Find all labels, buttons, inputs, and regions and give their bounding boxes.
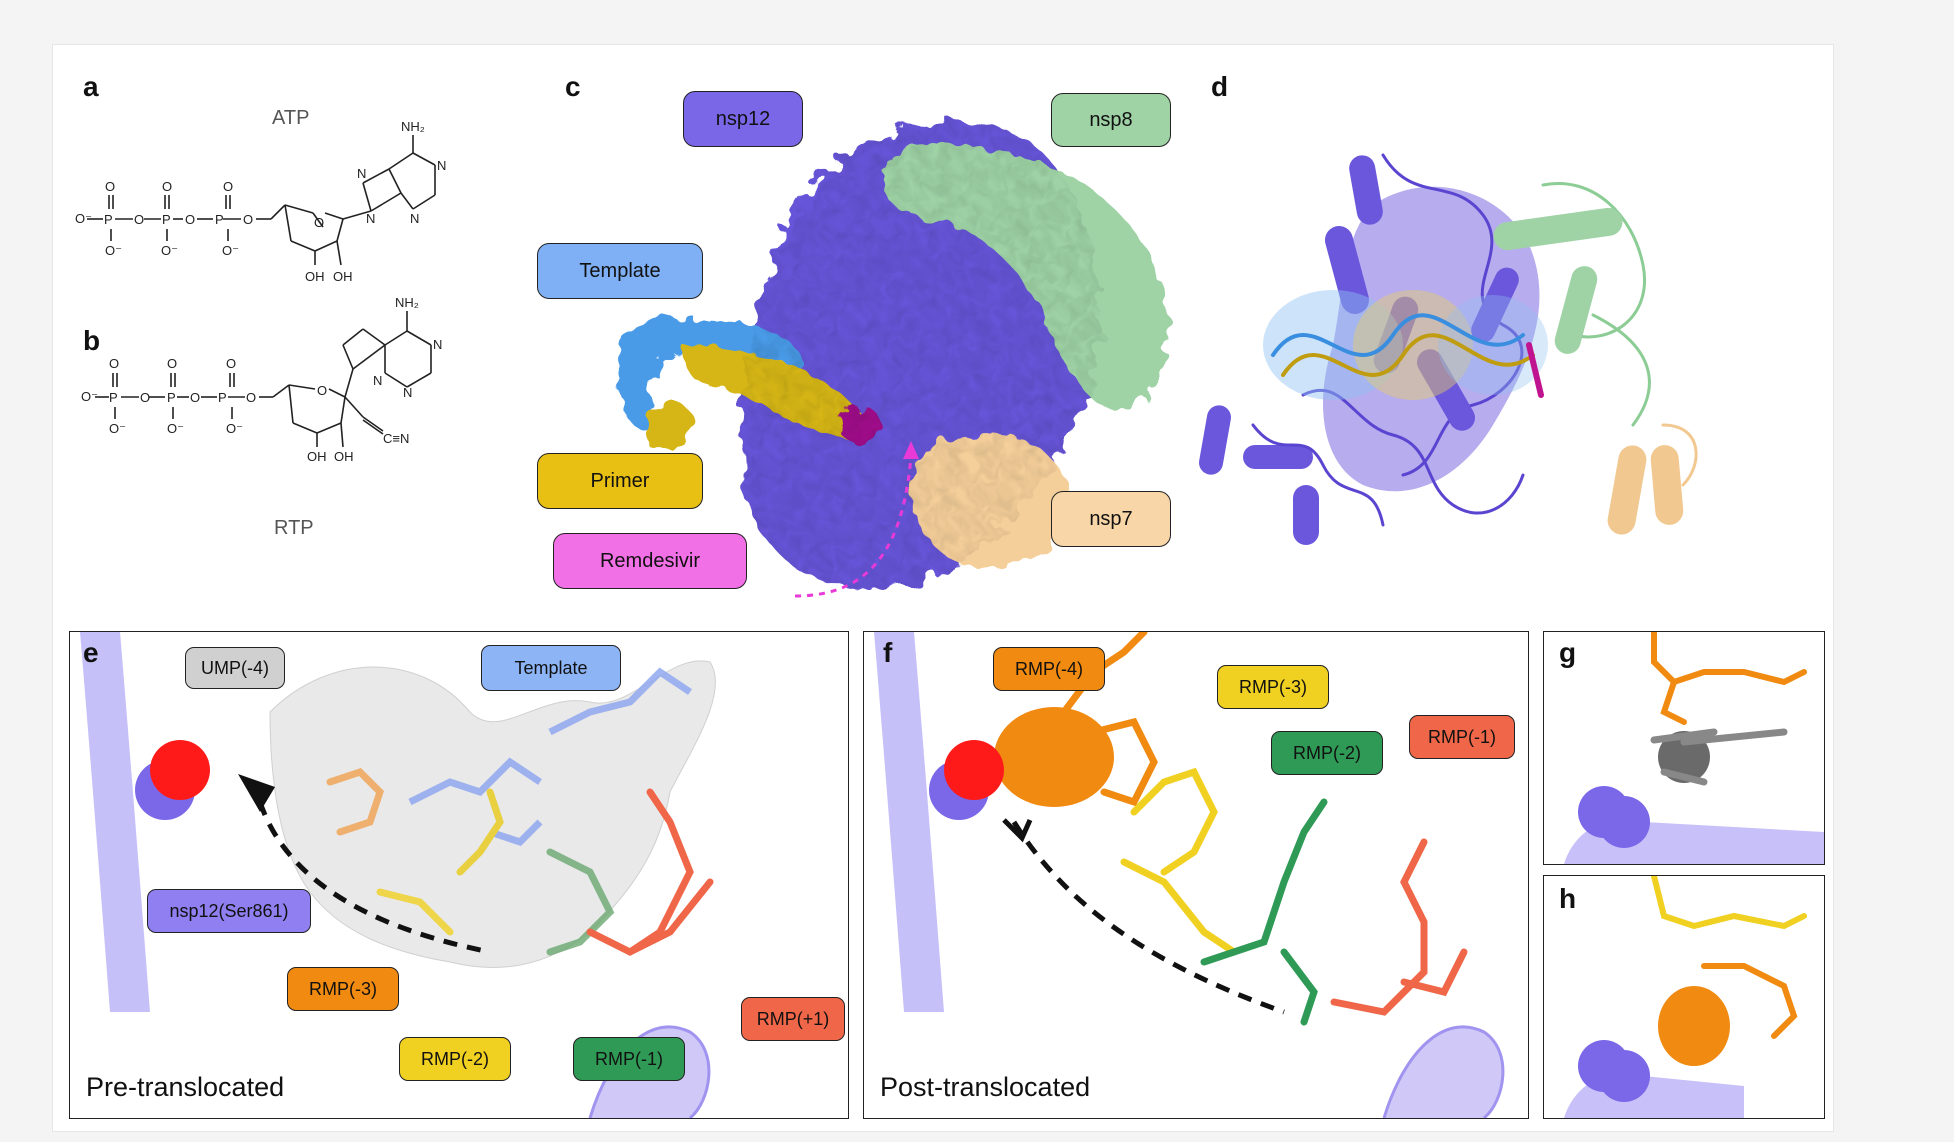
rtp-p1: P (109, 390, 118, 405)
remdesivir-tag: Remdesivir (553, 533, 747, 589)
atp-p3: P (215, 212, 224, 227)
atp-ring-o: O (314, 215, 324, 230)
nsp12-ser861-tag: nsp12(Ser861) (147, 889, 311, 933)
panel-h-letter: h (1559, 883, 1577, 914)
rtp-n3: N (373, 373, 382, 388)
atp-o2: O (162, 179, 172, 194)
atp-label: ATP (272, 107, 310, 129)
e-rmp1-tag: RMP(-1) (573, 1037, 685, 1081)
nsp7-tag: nsp7 (1051, 491, 1171, 547)
rtp-o3: O (226, 356, 236, 371)
atp-n4: N (410, 211, 419, 226)
atp-nh2: NH₂ (401, 119, 425, 134)
e-rmp-plus1-tag: RMP(+1) (741, 997, 845, 1041)
remdesivir-arrow (794, 456, 913, 598)
e-template-tag: Template (481, 645, 621, 691)
atp-o3: O (223, 179, 233, 194)
atp-oh2: OH (333, 269, 353, 284)
rtp-n2: N (403, 385, 412, 400)
panel-g-art (1564, 632, 1824, 864)
panel-f-art (874, 632, 1505, 1118)
panel-a-letter: a (83, 71, 99, 102)
rtp-o3b: O⁻ (226, 421, 243, 436)
panel-b-letter: b (83, 325, 101, 356)
nsp8-tag: nsp8 (1051, 93, 1171, 147)
nsp12-tag: nsp12 (683, 91, 803, 147)
rtp-o-minus: O⁻ (81, 389, 98, 404)
rtp-n1: N (433, 337, 442, 352)
panel-h-art (1564, 876, 1807, 1118)
rtp-o-link3: O (246, 390, 256, 405)
chem-structures: O⁻ P O O⁻ O P O O⁻ O P O O⁻ O O OH OH NH… (75, 119, 446, 464)
e-rmp3-tag: RMP(-3) (287, 967, 399, 1011)
atp-n1: N (357, 166, 366, 181)
atp-o1: O (105, 179, 115, 194)
rtp-label: RTP (274, 517, 314, 539)
atp-p1: P (104, 212, 113, 227)
ump4-tag: UMP(-4) (185, 647, 285, 689)
f-rmp4-tag: RMP(-4) (993, 647, 1105, 691)
rtp-o1b: O⁻ (109, 421, 126, 436)
rtp-p3: P (218, 390, 227, 405)
rtp-o1: O (109, 356, 119, 371)
rtp-o-link2: O (190, 390, 200, 405)
atp-o-link1: O (134, 212, 144, 227)
atp-p2: P (162, 212, 171, 227)
panel-d-letter: d (1211, 71, 1229, 102)
panel-f-letter: f (883, 637, 893, 668)
atp-n2: N (366, 211, 375, 226)
panel-e-caption: Pre-translocated (86, 1072, 285, 1102)
rtp-cn: C≡N (383, 431, 409, 446)
panel-c-map (617, 121, 1169, 598)
panel-h (1543, 875, 1825, 1119)
rtp-o-link1: O (140, 390, 150, 405)
rtp-p2: P (167, 390, 176, 405)
panel-g-letter: g (1559, 637, 1577, 668)
atp-o-link3: O (243, 212, 253, 227)
rtp-ring-o: O (317, 383, 327, 398)
panel-g (1543, 631, 1825, 865)
atp-n3: N (437, 158, 446, 173)
atp-oh1: OH (305, 269, 325, 284)
atp-o1b: O⁻ (105, 243, 122, 258)
e-rmp2-tag: RMP(-2) (399, 1037, 511, 1081)
primer-tag: Primer (537, 453, 703, 509)
rtp-o2b: O⁻ (167, 421, 184, 436)
f-rmp2-tag: RMP(-2) (1271, 731, 1383, 775)
f-rmp1-tag: RMP(-1) (1409, 715, 1515, 759)
rtp-nh2: NH₂ (395, 295, 419, 310)
panel-e-letter: e (83, 637, 99, 668)
f-rmp3-tag: RMP(-3) (1217, 665, 1329, 709)
atp-o2b: O⁻ (161, 243, 178, 258)
remdesivir-arrowhead (903, 441, 919, 459)
panel-f-caption: Post-translocated (880, 1072, 1091, 1102)
atp-o-minus: O⁻ (75, 211, 92, 226)
panel-f: Post-translocated (863, 631, 1529, 1119)
panel-c-letter: c (565, 71, 581, 102)
atp-o3b: O⁻ (222, 243, 239, 258)
template-tag: Template (537, 243, 703, 299)
panel-e-art (80, 632, 716, 1118)
panel-d-cartoon (1199, 153, 1698, 545)
rtp-o2: O (167, 356, 177, 371)
figure: a ATP b RTP (52, 44, 1834, 1132)
atp-o-link2: O (185, 212, 195, 227)
rtp-oh2: OH (334, 449, 354, 464)
rtp-oh1: OH (307, 449, 327, 464)
